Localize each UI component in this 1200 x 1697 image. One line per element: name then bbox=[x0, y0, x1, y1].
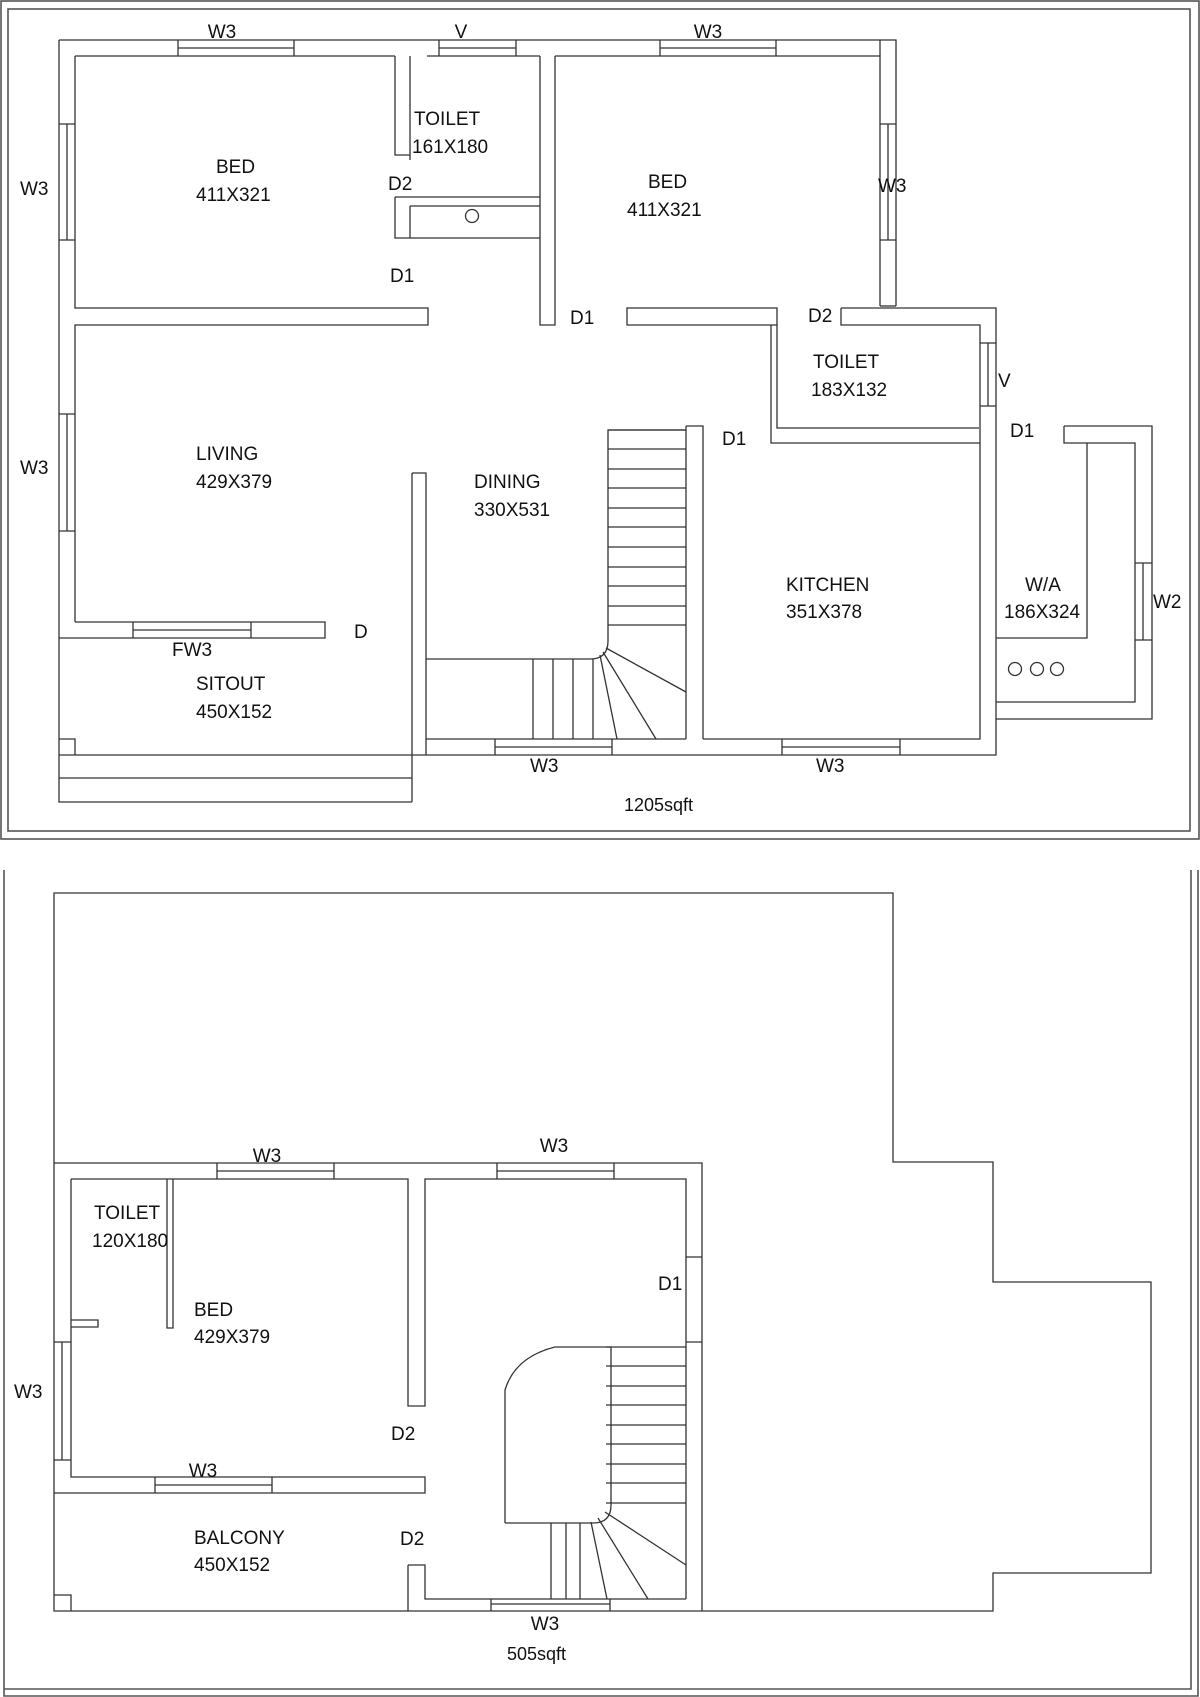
room-name: DINING bbox=[474, 472, 541, 493]
room-size: 450X152 bbox=[194, 1555, 270, 1576]
opening-label: W3 bbox=[878, 176, 907, 197]
room-size: 411X321 bbox=[627, 200, 702, 221]
opening-label: W2 bbox=[1153, 592, 1182, 613]
opening-label: D1 bbox=[1010, 421, 1034, 442]
first-floor-labels: W3 W3 D1 W3 D2 W3 D2 W3 TOILET 120X180 B… bbox=[14, 1136, 682, 1664]
opening-label: D1 bbox=[658, 1274, 682, 1295]
opening-label: W3 bbox=[14, 1382, 43, 1403]
room-size: 161X180 bbox=[412, 137, 488, 158]
room-name: BALCONY bbox=[194, 1528, 285, 1549]
first-floor-walls bbox=[53, 892, 1152, 1612]
room-name: TOILET bbox=[414, 109, 481, 130]
opening-label: W3 bbox=[540, 1136, 569, 1157]
opening-label: D1 bbox=[570, 308, 594, 329]
opening-label: D2 bbox=[400, 1529, 424, 1550]
room-name: BED bbox=[648, 172, 687, 193]
room-size: 450X152 bbox=[196, 702, 272, 723]
room-size: 120X180 bbox=[92, 1231, 168, 1252]
room-name: SITOUT bbox=[196, 674, 266, 695]
room-size: 330X531 bbox=[474, 500, 550, 521]
opening-label: D2 bbox=[391, 1424, 415, 1445]
room-name: W/A bbox=[1025, 575, 1061, 596]
opening-label: W3 bbox=[531, 1614, 560, 1635]
total-area-label: 1205sqft bbox=[624, 795, 693, 815]
opening-label: W3 bbox=[694, 22, 723, 43]
room-name: LIVING bbox=[196, 444, 258, 465]
room-name: TOILET bbox=[94, 1203, 161, 1224]
ground-floor-walls bbox=[58, 39, 1153, 803]
first-floor-frame bbox=[3, 870, 1199, 1697]
room-size: 411X321 bbox=[196, 185, 271, 206]
opening-label: W3 bbox=[530, 756, 559, 777]
room-size: 429X379 bbox=[196, 472, 272, 493]
total-area-label: 505sqft bbox=[507, 1644, 566, 1664]
opening-label: D bbox=[354, 622, 368, 643]
opening-label: V bbox=[455, 22, 468, 43]
ground-floor-frame bbox=[0, 0, 1200, 840]
room-name: KITCHEN bbox=[786, 575, 869, 596]
room-name: TOILET bbox=[813, 352, 880, 373]
ground-floor-labels: W3 V W3 W3 W3 D2 D1 D1 D2 V W3 D1 D1 W2 … bbox=[20, 22, 1182, 815]
room-size: 351X378 bbox=[786, 602, 862, 623]
opening-label: W3 bbox=[189, 1461, 218, 1482]
opening-label: W3 bbox=[20, 458, 49, 479]
opening-label: W3 bbox=[20, 179, 49, 200]
opening-label: W3 bbox=[208, 22, 237, 43]
room-size: 186X324 bbox=[1004, 602, 1081, 623]
opening-label: D2 bbox=[388, 174, 412, 195]
opening-label: D1 bbox=[722, 429, 746, 450]
opening-label: FW3 bbox=[172, 640, 212, 661]
room-name: BED bbox=[216, 157, 255, 178]
room-size: 183X132 bbox=[811, 380, 887, 401]
opening-label: V bbox=[998, 371, 1011, 392]
room-size: 429X379 bbox=[194, 1327, 270, 1348]
room-name: BED bbox=[194, 1300, 233, 1321]
opening-label: W3 bbox=[816, 756, 845, 777]
opening-label: W3 bbox=[253, 1146, 282, 1167]
opening-label: D1 bbox=[390, 266, 414, 287]
opening-label: D2 bbox=[808, 306, 832, 327]
